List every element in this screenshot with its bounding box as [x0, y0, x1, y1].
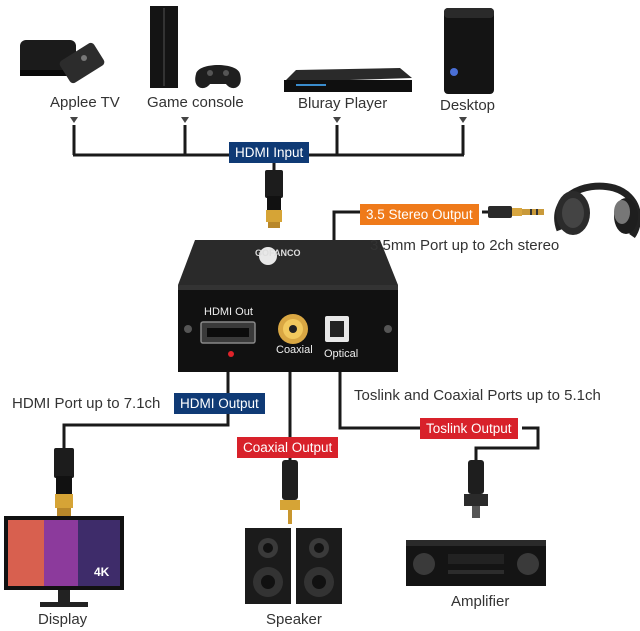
amplifier-icon [406, 540, 546, 586]
stereo-output-tag: 3.5 Stereo Output [360, 204, 479, 225]
toslink-output-tag: Toslink Output [420, 418, 518, 439]
coaxial-plug [280, 460, 300, 524]
stereo-jack [488, 206, 544, 218]
headphones-icon [554, 182, 640, 239]
game-console-icon [150, 6, 241, 89]
monitor-icon [4, 516, 124, 607]
source-arrows [70, 117, 467, 123]
toslink-note: Toslink and Coaxial Ports up to 5.1ch [354, 387, 601, 404]
hdmi-output-tag: HDMI Output [174, 393, 265, 414]
apple-tv-icon [20, 40, 105, 84]
output-label-amplifier: Amplifier [451, 593, 510, 610]
hdmi-out-port-label: HDMI Out [204, 306, 253, 318]
brand-logo: GOFANCO [255, 248, 301, 258]
display-4k-badge: 4K [94, 565, 110, 579]
hdmi-input-tag: HDMI Input [229, 142, 310, 163]
coaxial-port-label: Coaxial [276, 344, 313, 356]
stereo-note: 3.5mm Port up to 2ch stereo [370, 237, 560, 254]
optical-port-label: Optical [324, 348, 359, 360]
bluray-player-icon [284, 68, 412, 92]
output-label-display: Display [38, 611, 88, 628]
toslink-plug [464, 460, 488, 518]
converter-box [178, 240, 398, 372]
source-label-apple-tv: Applee TV [50, 94, 120, 111]
hdmi-note: HDMI Port up to 7.1ch [12, 395, 161, 412]
source-label-game-console: Game console [147, 94, 244, 111]
desktop-icon [444, 8, 494, 94]
source-label-desktop: Desktop [440, 97, 496, 114]
hdmi-input-plug [265, 170, 283, 228]
output-label-speaker: Speaker [266, 611, 322, 628]
coaxial-output-tag: Coaxial Output [237, 437, 339, 458]
speakers-icon [245, 528, 342, 604]
source-label-bluray: Bluray Player [298, 95, 388, 112]
hdmi-output-plug [54, 448, 74, 516]
